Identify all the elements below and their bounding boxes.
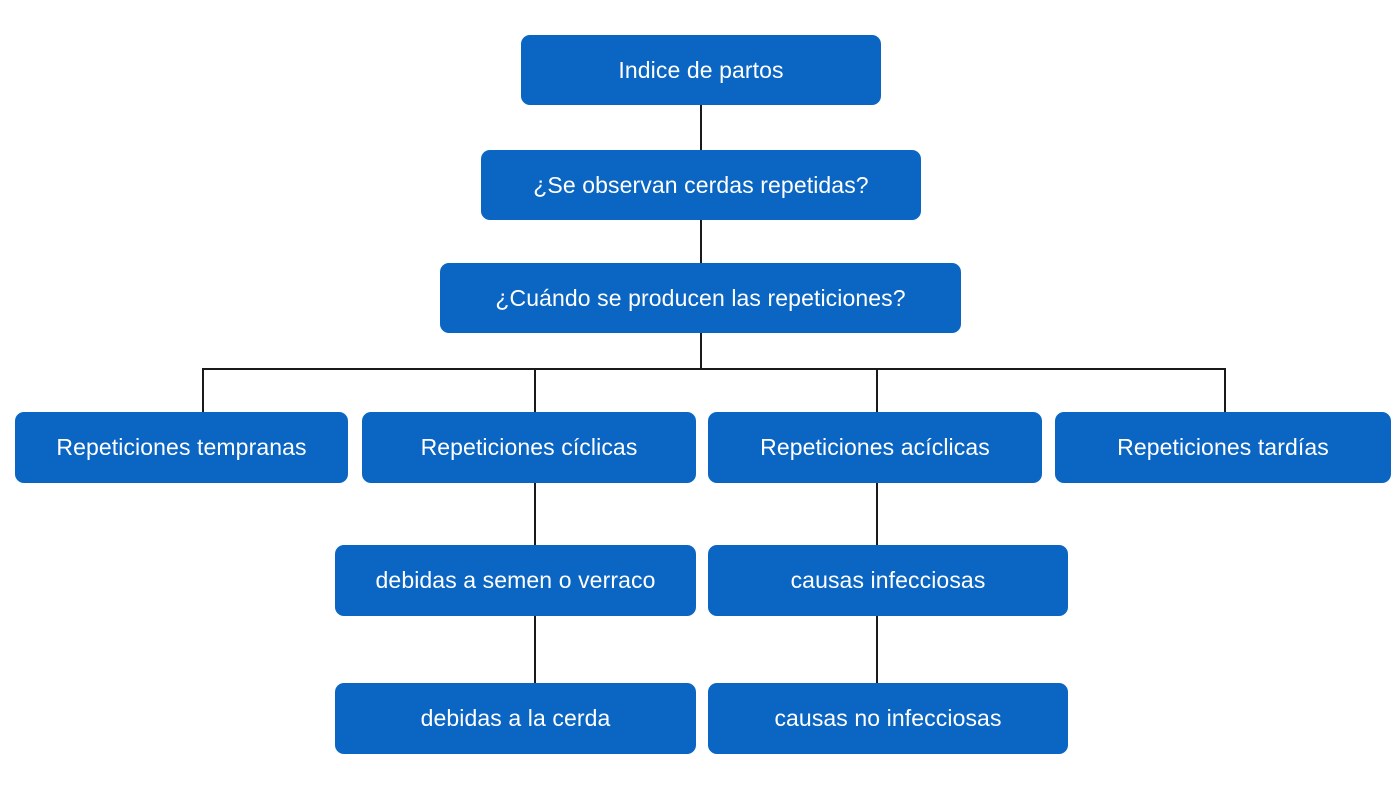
flowchart-node-label: causas no infecciosas (774, 705, 1002, 732)
flowchart-node-n1[interactable]: Indice de partos (521, 35, 881, 105)
flowchart-node-label: Repeticiones cíclicas (420, 434, 638, 461)
flowchart-node-n10[interactable]: debidas a la cerda (335, 683, 696, 754)
flowchart-node-label: causas infecciosas (790, 567, 986, 594)
connector-n3-to-n4 (202, 333, 702, 412)
flowchart-node-label: debidas a semen o verraco (375, 567, 656, 594)
flowchart-node-n11[interactable]: causas no infecciosas (708, 683, 1068, 754)
connector-n3-to-n7 (700, 333, 1226, 412)
connector-n3-to-n5 (534, 333, 702, 412)
flowchart-node-label: Repeticiones tempranas (56, 434, 307, 461)
connector-n3-to-n6 (700, 333, 878, 412)
flowchart-node-label: ¿Cuándo se producen las repeticiones? (495, 284, 906, 311)
flowchart-node-label: Repeticiones acíclicas (760, 434, 990, 461)
flowchart-node-n2[interactable]: ¿Se observan cerdas repetidas? (481, 150, 921, 220)
flowchart-node-label: Indice de partos (618, 56, 784, 83)
flowchart-node-n8[interactable]: debidas a semen o verraco (335, 545, 696, 616)
flowchart-node-label: debidas a la cerda (420, 705, 611, 732)
flowchart-node-n3[interactable]: ¿Cuándo se producen las repeticiones? (440, 263, 961, 333)
flowchart-node-label: ¿Se observan cerdas repetidas? (533, 171, 869, 198)
flowchart-node-n6[interactable]: Repeticiones acíclicas (708, 412, 1042, 483)
flowchart-node-n4[interactable]: Repeticiones tempranas (15, 412, 348, 483)
flowchart-node-n7[interactable]: Repeticiones tardías (1055, 412, 1391, 483)
flowchart-node-n5[interactable]: Repeticiones cíclicas (362, 412, 696, 483)
flowchart-node-n9[interactable]: causas infecciosas (708, 545, 1068, 616)
flowchart-node-label: Repeticiones tardías (1117, 434, 1329, 461)
